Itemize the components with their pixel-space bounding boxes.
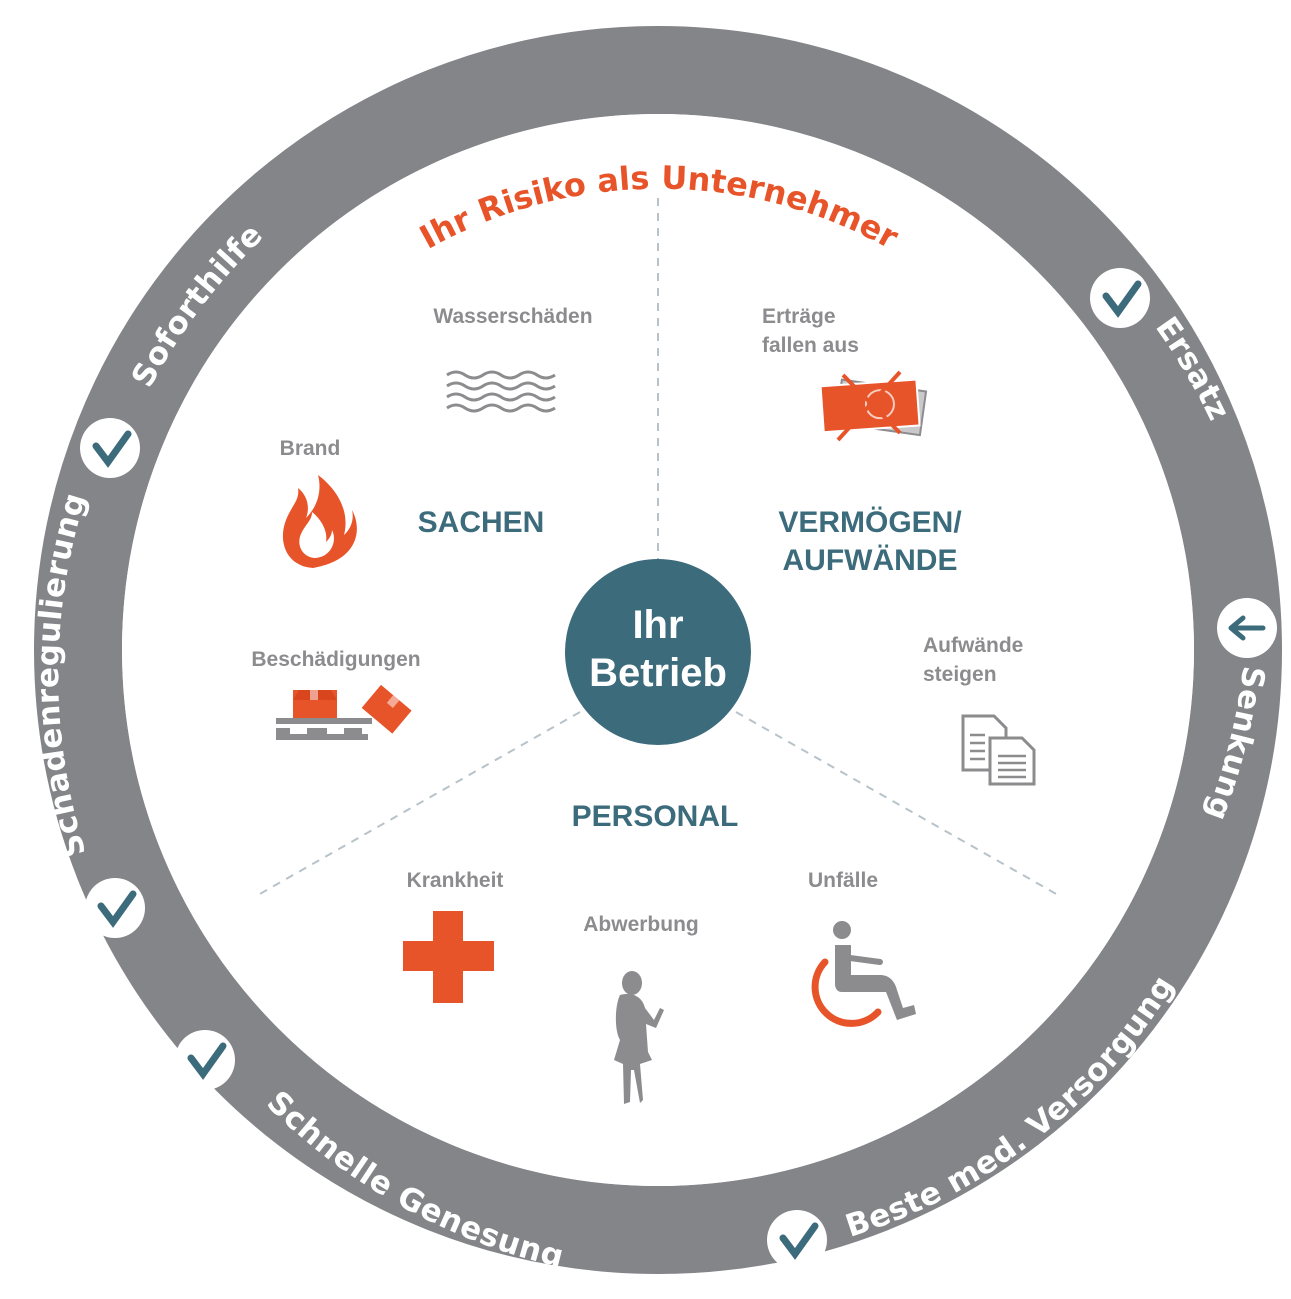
section-dividers: [257, 198, 1059, 896]
wheelchair-icon: [811, 921, 916, 1027]
label-wasserschaeden: Wasserschäden: [433, 305, 592, 328]
check-icon: [767, 1210, 827, 1270]
section-vermoegen-2: AUFWÄNDE: [783, 544, 958, 577]
section-vermoegen-1: VERMÖGEN/: [778, 506, 962, 539]
check-icon: [80, 418, 140, 478]
center-line2: Betrieb: [589, 651, 727, 695]
label-unfaelle: Unfälle: [808, 869, 878, 892]
documents-icon: [961, 714, 1036, 786]
label-beschaedigungen: Beschädigungen: [251, 648, 420, 671]
money-crossed-icon: [819, 370, 928, 442]
label-aufwaende-2: steigen: [923, 663, 997, 686]
woman-phone-icon: [614, 971, 664, 1104]
center-line1: Ihr: [632, 603, 683, 647]
label-krankheit: Krankheit: [407, 869, 504, 892]
label-abwerbung: Abwerbung: [583, 913, 699, 936]
section-sachen: SACHEN: [418, 506, 545, 539]
label-ertraege-2: fallen aus: [762, 334, 859, 357]
medical-cross-icon: [403, 911, 494, 1003]
label-aufwaende-1: Aufwände: [923, 634, 1023, 657]
check-icon: [1090, 268, 1150, 328]
arrow-left-icon: [1217, 598, 1277, 658]
check-icon: [175, 1030, 235, 1090]
section-personal: PERSONAL: [572, 800, 739, 833]
fire-icon: [282, 475, 357, 568]
check-icon: [85, 878, 145, 938]
water-waves-icon: [446, 370, 556, 413]
damaged-boxes-icon: [276, 684, 412, 740]
label-ertraege-1: Erträge: [762, 305, 836, 328]
label-brand: Brand: [280, 437, 341, 460]
center-circle: [565, 559, 751, 745]
